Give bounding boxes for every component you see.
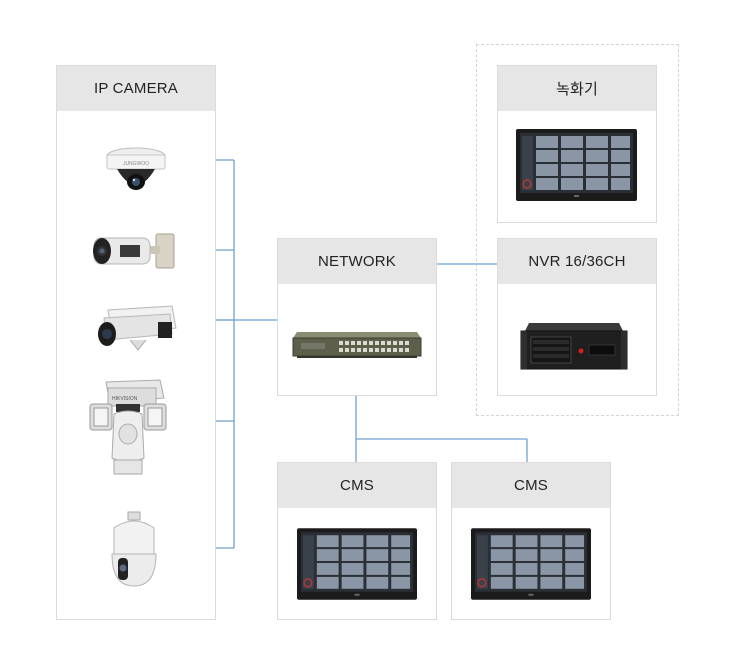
cms-right-title: CMS	[452, 463, 610, 508]
svg-text:HIKVISION: HIKVISION	[112, 396, 138, 402]
network-panel: NETWORK	[277, 238, 437, 396]
recorder-title: 녹화기	[498, 66, 656, 111]
box-camera-icon	[98, 305, 177, 351]
dome-camera-icon: JUNGWOO	[106, 147, 166, 190]
bullet-camera-icon	[93, 233, 175, 269]
svg-text:JUNGWOO: JUNGWOO	[123, 161, 149, 167]
monitor-icon	[471, 528, 591, 600]
ptz-positioning-camera-icon: HIKVISION	[89, 379, 167, 475]
nvr-panel: NVR 16/36CH	[497, 238, 657, 396]
ip-camera-title: IP CAMERA	[57, 66, 215, 111]
network-switch-icon	[292, 332, 422, 358]
speed-dome-camera-icon	[111, 511, 157, 587]
monitor-icon	[516, 129, 637, 201]
nvr-title: NVR 16/36CH	[498, 239, 656, 284]
monitor-icon	[297, 528, 417, 600]
cms-left-title: CMS	[278, 463, 436, 508]
network-title: NETWORK	[278, 239, 436, 284]
rack-nvr-icon	[520, 323, 628, 370]
recording-group	[476, 44, 679, 416]
